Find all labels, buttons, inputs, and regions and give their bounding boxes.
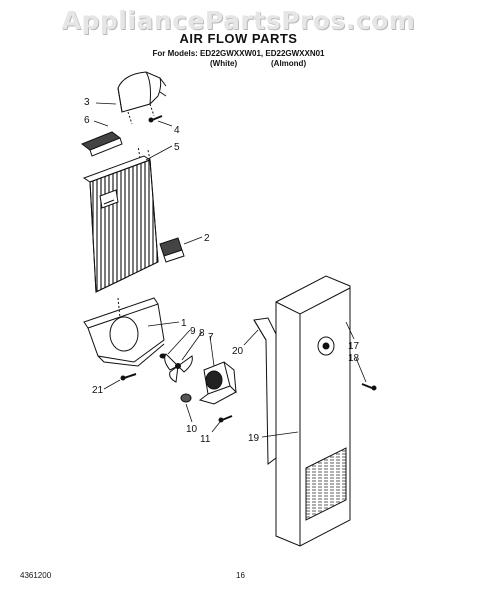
callout-17: 17 xyxy=(348,341,360,352)
callout-1: 1 xyxy=(181,318,187,329)
callout-8: 8 xyxy=(199,328,205,339)
fan-blade-part xyxy=(164,353,193,383)
model-numbers: For Models: ED22GWXXW01, ED22GWXXN01 xyxy=(152,49,325,58)
callout-4: 4 xyxy=(174,125,180,136)
rear-cover-panel-part xyxy=(275,275,351,547)
clip-part xyxy=(159,237,185,263)
callout-9: 9 xyxy=(190,326,196,337)
callout-11: 11 xyxy=(200,434,211,445)
callout-3: 3 xyxy=(84,97,90,108)
screw-11-part xyxy=(218,415,233,423)
foam-damper-part xyxy=(80,131,123,157)
document-number: 4361200 xyxy=(20,571,52,580)
color-white-label: (White) xyxy=(210,59,238,68)
diagram-title: AIR FLOW PARTS xyxy=(179,31,298,46)
screw-4-part xyxy=(148,115,163,123)
watermark-logo: AppliancePartsPros.com xyxy=(61,6,416,35)
callout-5: 5 xyxy=(174,142,180,153)
air-duct-top-part xyxy=(117,71,167,125)
callout-7: 7 xyxy=(208,332,214,343)
callout-19: 19 xyxy=(248,433,260,444)
callout-18: 18 xyxy=(348,353,360,364)
page-number: 16 xyxy=(236,571,245,580)
fan-motor-part xyxy=(198,361,237,405)
callout-10: 10 xyxy=(186,424,198,435)
grommet-part xyxy=(180,393,192,403)
callout-2: 2 xyxy=(204,233,210,244)
callout-21: 21 xyxy=(92,385,104,396)
callout-6: 6 xyxy=(84,115,90,126)
callout-20: 20 xyxy=(232,346,244,357)
color-almond-label: (Almond) xyxy=(271,59,307,68)
leader-lines xyxy=(93,102,367,438)
fan-shroud-part xyxy=(83,297,165,367)
screw-21-part xyxy=(120,373,137,381)
ribbed-air-channel-part xyxy=(82,145,159,319)
screw-18-part xyxy=(361,383,377,391)
